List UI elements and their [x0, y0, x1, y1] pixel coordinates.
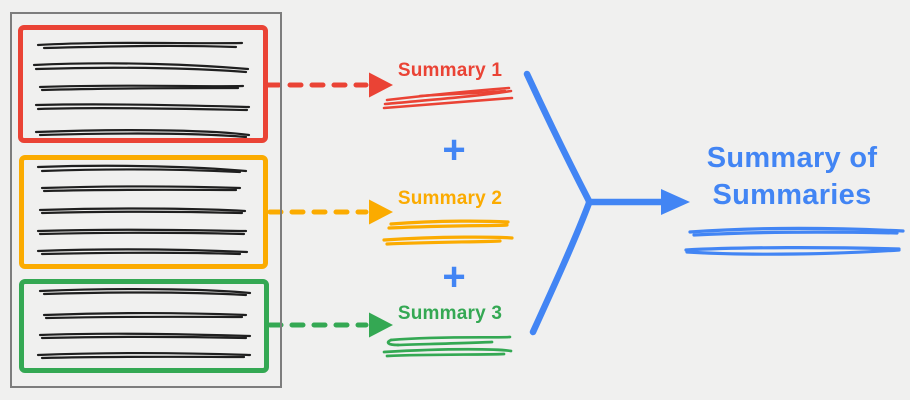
document-chunk-2 — [19, 155, 268, 269]
doc1-text-scribbles — [32, 41, 251, 139]
final-summary-label-line2: Summaries — [712, 179, 872, 211]
document-chunk-3 — [19, 279, 269, 373]
red-dashed-arrow-icon — [265, 72, 393, 98]
plus-sign-2: + — [442, 254, 466, 299]
summary-3-label: Summary 3 — [397, 303, 503, 324]
green-dashed-arrow-icon — [267, 312, 393, 338]
summary1-underline-scribble — [382, 86, 514, 110]
document-chunk-1 — [18, 25, 268, 143]
summary-2-label: Summary 2 — [397, 188, 503, 209]
orange-dashed-arrow-icon — [267, 199, 393, 225]
blue-arrowhead-icon — [661, 189, 690, 215]
summary2-underline-scribble — [382, 219, 514, 246]
final-summary-label: Summary of Summaries — [680, 140, 904, 214]
doc3-text-scribbles — [36, 287, 252, 360]
summary3-underline-scribble — [382, 335, 513, 358]
summary-1-label: Summary 1 — [397, 60, 503, 81]
final-summary-underline-scribble — [684, 226, 905, 256]
merge-connector-icon — [523, 70, 668, 336]
plus-sign-1: + — [442, 127, 466, 172]
documents-panel — [10, 12, 282, 388]
doc2-text-scribbles — [36, 164, 249, 256]
final-summary-label-line1: Summary of — [706, 142, 878, 174]
